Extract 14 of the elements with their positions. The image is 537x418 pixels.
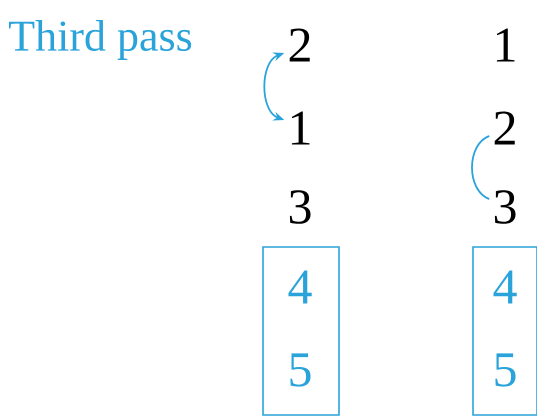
highlight-box [262, 246, 340, 416]
arc-line [471, 135, 490, 200]
digit: 4 [493, 270, 517, 304]
heading-label: Third pass [9, 20, 192, 60]
digit: 1 [292, 111, 310, 144]
digit: 3 [494, 190, 516, 224]
digit: 5 [290, 353, 311, 387]
digit: 1 [496, 28, 514, 62]
digit: 3 [290, 190, 311, 224]
digit: 2 [494, 111, 515, 145]
digit: 5 [495, 353, 516, 387]
highlight-box [472, 246, 537, 416]
digit: 2 [290, 28, 310, 62]
digit: 4 [288, 270, 312, 304]
